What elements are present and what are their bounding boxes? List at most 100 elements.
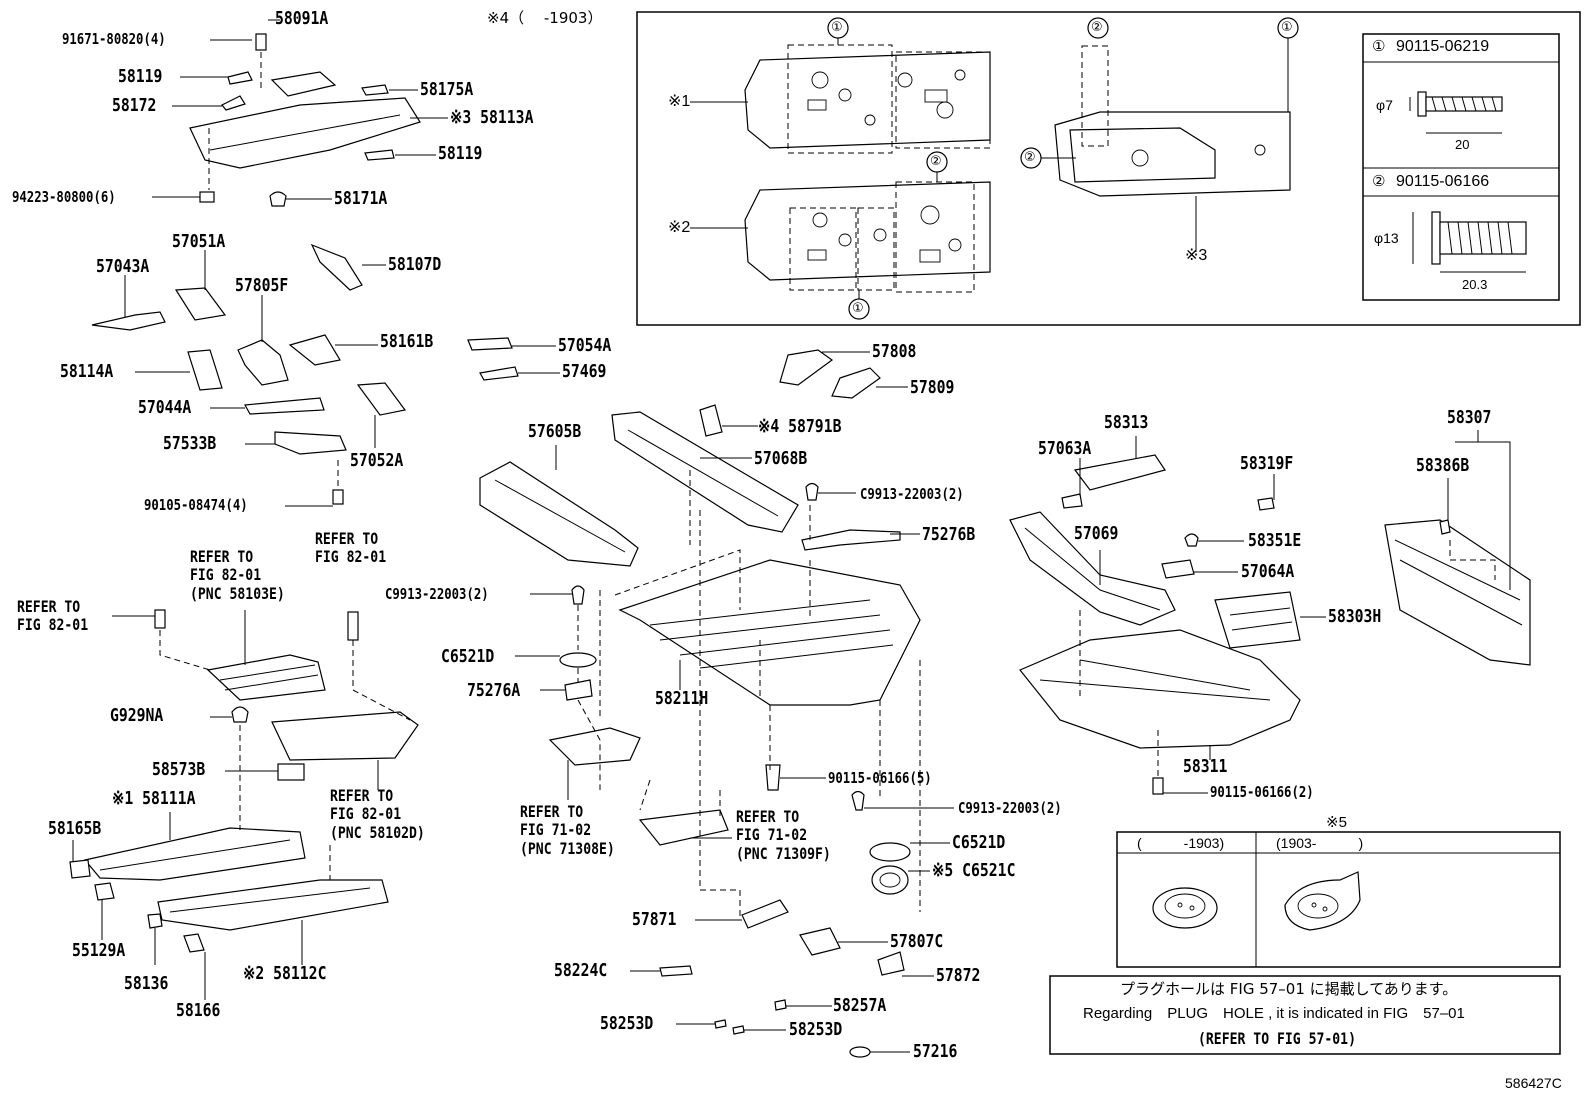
label-57216: 57216 bbox=[913, 1041, 958, 1062]
label-58136: 58136 bbox=[124, 973, 169, 994]
label-58791B: ※4 58791B bbox=[758, 416, 842, 437]
label-58119-a: 58119 bbox=[118, 66, 163, 87]
plug-table-col2: (1903- ) bbox=[1276, 835, 1364, 851]
plug-table-col1: ( -1903) bbox=[1137, 835, 1225, 851]
bolt1-part: 90115-06219 bbox=[1396, 38, 1490, 55]
circled-1b: ① bbox=[852, 300, 864, 315]
bolt2-num: ② bbox=[1372, 173, 1386, 190]
label-57469: 57469 bbox=[562, 361, 607, 382]
label-94223-80800: 94223-80800(6) bbox=[12, 188, 116, 206]
label-90115-06166-a: 90115-06166(5) bbox=[828, 769, 932, 787]
label-58172: 58172 bbox=[112, 95, 157, 116]
label-58307: 58307 bbox=[1447, 407, 1492, 428]
label-58112C: ※2 58112C bbox=[243, 963, 327, 984]
inset-detail-box bbox=[636, 11, 1581, 326]
bolt1-num: ① bbox=[1372, 38, 1386, 55]
label-G929NA: G929NA bbox=[110, 705, 164, 726]
label-58119-b: 58119 bbox=[438, 143, 483, 164]
label-57068B: 57068B bbox=[754, 448, 808, 469]
label-58107D: 58107D bbox=[388, 254, 442, 275]
label-57052A: 57052A bbox=[350, 450, 404, 471]
label-57871: 57871 bbox=[632, 909, 677, 930]
note-refer-fig-57-01[interactable]: (REFER TO FIG 57-01) bbox=[1198, 1029, 1356, 1048]
inset-mark-3: ※3 bbox=[1185, 247, 1208, 264]
label-57064A: 57064A bbox=[1241, 561, 1295, 582]
inset-header: ※4（ -1903） bbox=[487, 9, 603, 27]
label-58253D-b: 58253D bbox=[789, 1019, 843, 1040]
refer-fig-82-01-pnc-58102D[interactable]: REFER TO FIG 82-01 (PNC 58102D) bbox=[330, 786, 425, 842]
inset-circled-callouts bbox=[827, 17, 1299, 320]
circled-2c: ② bbox=[1024, 149, 1036, 164]
label-58091A: 58091A bbox=[275, 8, 329, 29]
label-91671-80820: 91671-80820(4) bbox=[62, 30, 166, 48]
inset-floor-pan-2 bbox=[690, 181, 991, 293]
label-57069: 57069 bbox=[1074, 523, 1119, 544]
bolt1-len: 20 bbox=[1455, 137, 1470, 152]
label-C9913-22003-a: C9913-22003(2) bbox=[860, 485, 964, 503]
label-57807C: 57807C bbox=[890, 931, 944, 952]
label-58311: 58311 bbox=[1183, 756, 1228, 777]
refer-fig-71-02-pnc-71308E[interactable]: REFER TO FIG 71-02 (PNC 71308E) bbox=[520, 802, 615, 858]
label-C9913-22003-b: C9913-22003(2) bbox=[385, 585, 489, 603]
label-58211H: 58211H bbox=[655, 688, 709, 709]
label-58111A: ※1 58111A bbox=[112, 788, 196, 809]
inset-floor-pan-1 bbox=[690, 44, 991, 154]
circled-2b: ② bbox=[1091, 19, 1103, 34]
inset-mark-2: ※2 bbox=[668, 219, 691, 236]
label-75276A: 75276A bbox=[467, 680, 521, 701]
refer-fig-82-01-left[interactable]: REFER TO FIG 82-01 bbox=[17, 597, 89, 635]
label-57054A: 57054A bbox=[558, 335, 612, 356]
mid-left-parts bbox=[91, 243, 560, 507]
bolt-spec-boxes bbox=[1362, 33, 1560, 301]
refer-fig-82-01-right[interactable]: REFER TO FIG 82-01 bbox=[315, 529, 387, 567]
label-58165B: 58165B bbox=[48, 818, 102, 839]
refer-fig-71-02-pnc-71309F[interactable]: REFER TO FIG 71-02 (PNC 71309F) bbox=[736, 807, 831, 863]
label-58114A: 58114A bbox=[60, 361, 114, 382]
lower-left-parts bbox=[69, 609, 419, 1000]
label-58303H: 58303H bbox=[1328, 606, 1382, 627]
label-57043A: 57043A bbox=[96, 256, 150, 277]
label-58386B: 58386B bbox=[1416, 455, 1470, 476]
bolt2-len: 20.3 bbox=[1462, 277, 1488, 292]
label-58257A: 58257A bbox=[833, 995, 887, 1016]
bolt1-dia: φ7 bbox=[1376, 97, 1393, 113]
label-C6521D-b: C6521D bbox=[952, 832, 1006, 853]
diagram-id: 586427C bbox=[1505, 1075, 1562, 1091]
label-57872: 57872 bbox=[936, 965, 981, 986]
label-57051A: 57051A bbox=[172, 231, 226, 252]
label-58113A: ※3 58113A bbox=[450, 107, 534, 128]
label-C6521C: ※5 C6521C bbox=[932, 860, 1016, 881]
label-C9913-22003-c: C9913-22003(2) bbox=[958, 799, 1062, 817]
label-58253D-a: 58253D bbox=[600, 1013, 654, 1034]
label-57809: 57809 bbox=[910, 377, 955, 398]
label-57533B: 57533B bbox=[163, 433, 217, 454]
label-58313: 58313 bbox=[1104, 412, 1149, 433]
label-75276B: 75276B bbox=[922, 524, 976, 545]
label-58171A: 58171A bbox=[334, 188, 388, 209]
center-parts bbox=[479, 349, 954, 1058]
label-58319F: 58319F bbox=[1240, 453, 1294, 474]
label-55129A: 55129A bbox=[72, 940, 126, 961]
note-japanese: プラグホールは FIG 57–01 に掲載してあります。 bbox=[1120, 980, 1458, 998]
note-english: Regarding PLUG HOLE , it is indicated in… bbox=[1083, 1005, 1465, 1022]
label-90115-06166-b: 90115-06166(2) bbox=[1210, 783, 1314, 801]
inset-side-member bbox=[1041, 38, 1291, 252]
plug-table-mark: ※5 bbox=[1326, 814, 1347, 831]
label-58175A: 58175A bbox=[420, 79, 474, 100]
label-57044A: 57044A bbox=[138, 397, 192, 418]
circled-1a: ① bbox=[831, 19, 843, 34]
note-box bbox=[1049, 975, 1561, 1055]
label-57808: 57808 bbox=[872, 341, 917, 362]
label-57063A: 57063A bbox=[1038, 438, 1092, 459]
plug-hole-table bbox=[1116, 831, 1561, 968]
label-58161B: 58161B bbox=[380, 331, 434, 352]
circled-2a: ② bbox=[930, 153, 942, 168]
refer-fig-82-01-pnc-58103E[interactable]: REFER TO FIG 82-01 (PNC 58103E) bbox=[190, 547, 285, 603]
inset-mark-1: ※1 bbox=[668, 93, 691, 110]
label-58224C: 58224C bbox=[554, 960, 608, 981]
right-parts bbox=[1009, 430, 1531, 795]
label-58166: 58166 bbox=[176, 1000, 221, 1021]
label-57805F: 57805F bbox=[235, 275, 289, 296]
label-57605B: 57605B bbox=[528, 421, 582, 442]
